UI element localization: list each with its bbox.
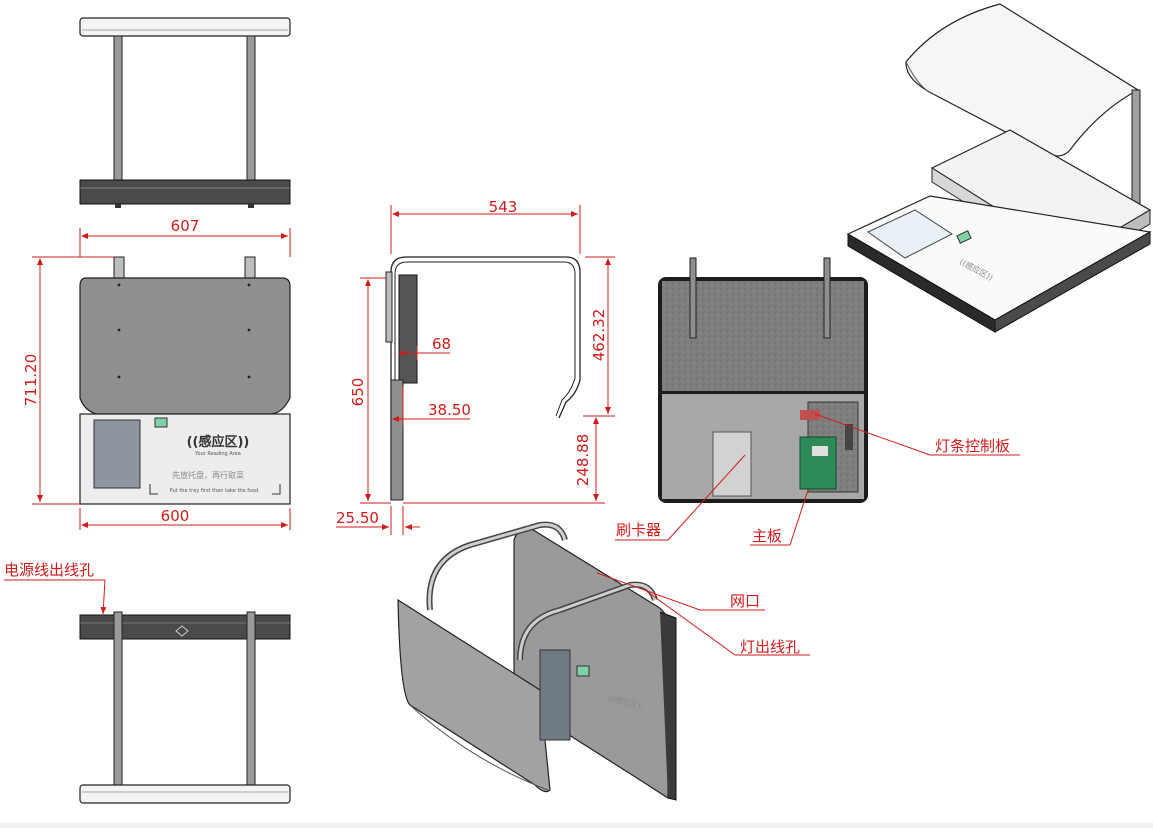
dim-side-base: 25.50 (336, 509, 379, 527)
iso-view-top-right: ((感应区)) (846, 3, 1152, 333)
side-view: 543 650 462.32 248.88 68 38.50 25.50 (336, 198, 615, 535)
bottom-view: 电源线出线孔 (4, 561, 291, 804)
dim-front-height: 711.20 (22, 354, 40, 407)
callout-network-port: 网口 (730, 592, 760, 610)
callout-card-reader: 刷卡器 (616, 521, 661, 539)
dim-front-width-bottom: 600 (161, 507, 190, 525)
callout-light-hole: 灯出线孔 (740, 638, 800, 656)
callout-light-board: 灯条控制板 (935, 437, 1010, 455)
top-view (79, 17, 291, 208)
dim-side-gap: 248.88 (574, 434, 592, 487)
callout-power-hole: 电源线出线孔 (4, 561, 94, 579)
dim-side-3850: 38.50 (428, 401, 471, 419)
front-slogan: 先放托盘，再行取菜 (172, 470, 244, 480)
interior-view: 灯条控制板 刷卡器 主板 (615, 257, 1020, 546)
iso-view-bottom: ((感应区)) 网口 灯出线孔 (397, 521, 810, 801)
dim-side-arm-height: 462.32 (590, 309, 608, 362)
dim-side-top-width: 543 (489, 198, 518, 216)
front-slogan-sub: Put the tray first then take the food (170, 488, 259, 494)
dim-side-height: 650 (349, 378, 367, 407)
dim-front-width-top: 607 (171, 217, 200, 235)
front-sensor-sub: Your Reading Area (194, 451, 241, 457)
dim-side-68: 68 (432, 335, 451, 353)
front-view: ((感应区)) Your Reading Area 先放托盘，再行取菜 Put … (22, 217, 291, 530)
front-sensor-label: ((感应区)) (187, 434, 250, 450)
callout-mainboard: 主板 (752, 527, 782, 545)
footer-strip (0, 823, 1153, 828)
